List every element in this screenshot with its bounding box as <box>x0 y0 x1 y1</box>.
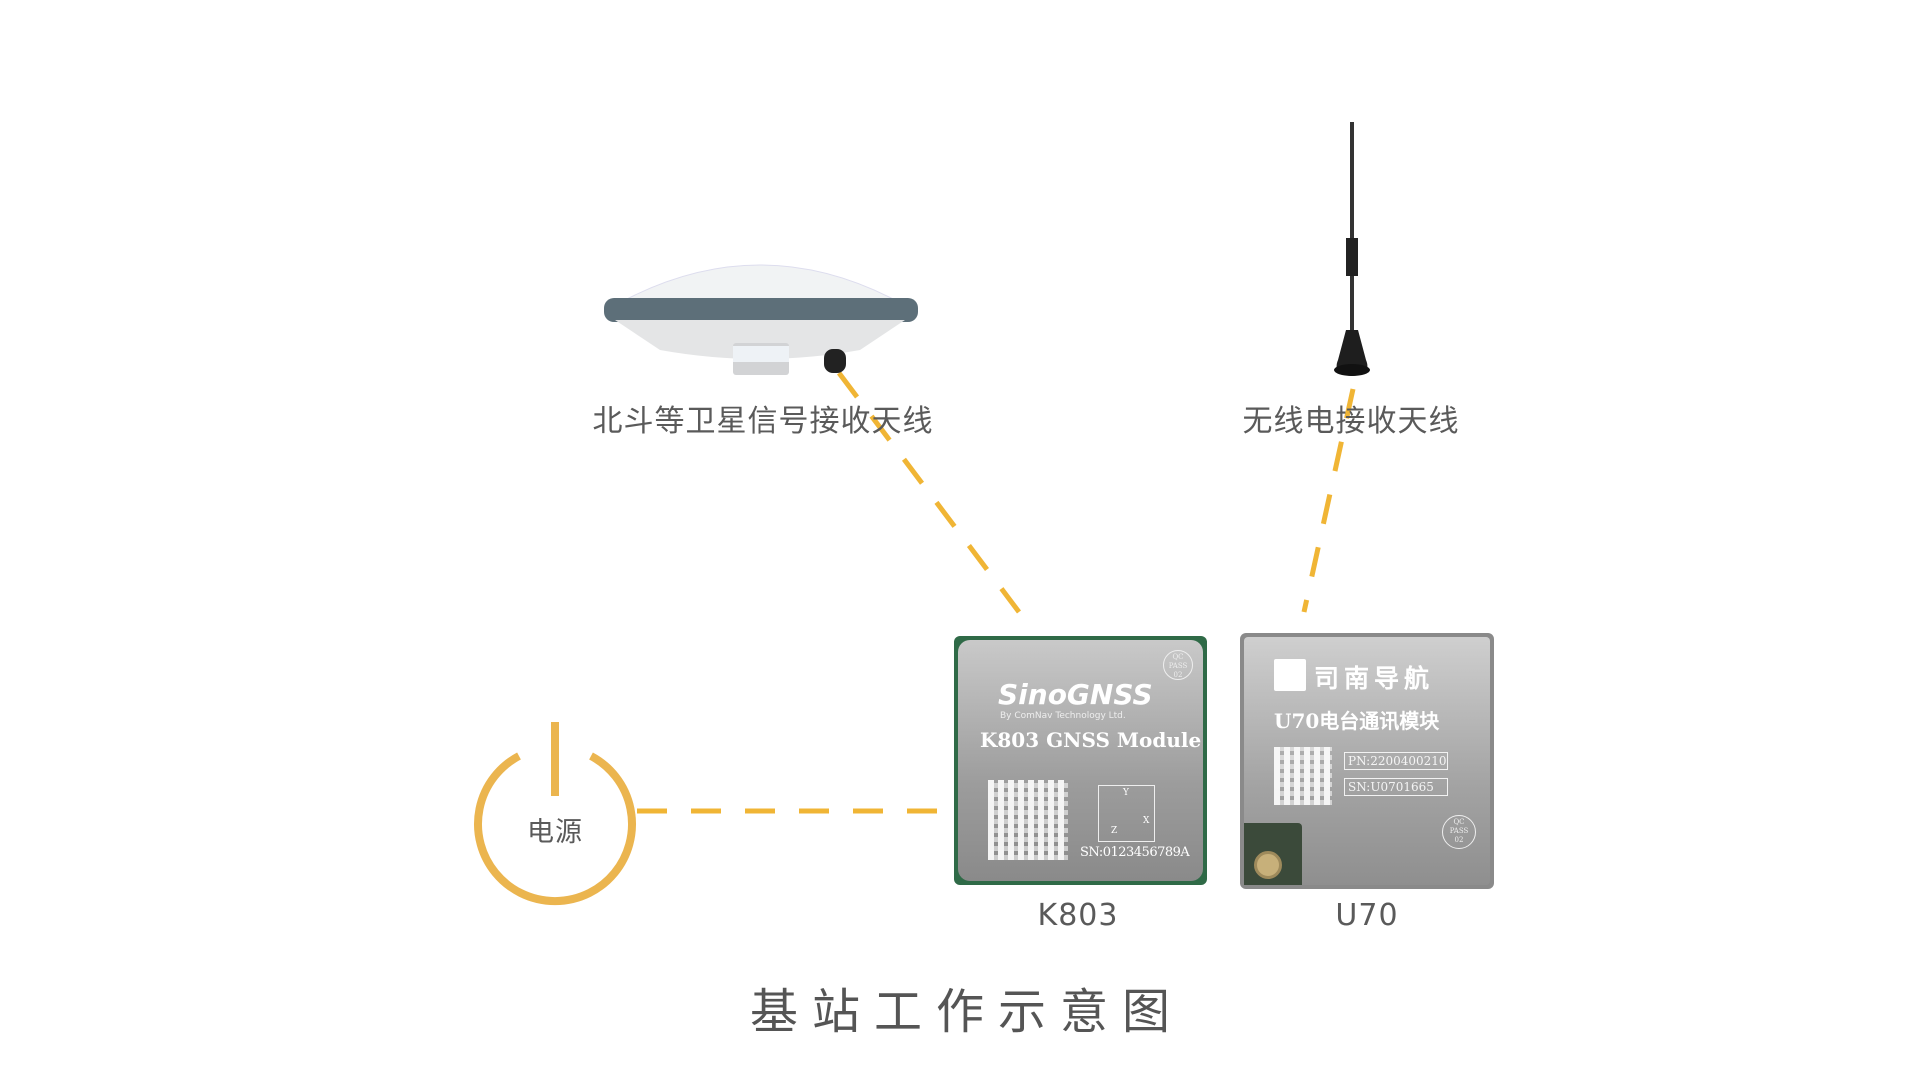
k803-qr-code <box>988 780 1068 860</box>
k803-axes-diagram: Y X Z <box>1098 785 1155 842</box>
u70-label: U70 <box>1335 898 1399 933</box>
u70-part-number: PN:2200400210 <box>1344 752 1448 770</box>
u70-serial: SN:U0701665 <box>1344 778 1448 796</box>
u70-brand: 司南导航 <box>1314 664 1435 693</box>
k803-brand-sub: By ComNav Technology Ltd. <box>1000 711 1126 721</box>
connector-radio-to-u70 <box>1301 388 1356 613</box>
radio-antenna-image <box>1334 122 1370 376</box>
sinan-logo-icon <box>1274 659 1306 691</box>
k803-label: K803 <box>1037 898 1119 933</box>
gnss-antenna-image <box>604 264 918 375</box>
u70-module: 司南导航 U70电台通讯模块 PN:2200400210 SN:U0701665… <box>1240 633 1494 889</box>
power-icon <box>474 722 636 906</box>
u70-model: U70电台通讯模块 <box>1274 709 1440 733</box>
power-label: 电源 <box>527 817 583 848</box>
k803-serial: SN:0123456789A <box>1080 845 1190 860</box>
k803-brand: SinoGNSS <box>998 678 1153 711</box>
u70-rf-connector <box>1244 823 1302 885</box>
gnss-antenna-label: 北斗等卫星信号接收天线 <box>592 404 934 439</box>
radio-antenna-label: 无线电接收天线 <box>1242 404 1460 439</box>
k803-model: K803 GNSS Module <box>980 728 1202 752</box>
u70-qr-code <box>1274 747 1332 805</box>
diagram-title: 基站工作示意图 <box>749 984 1185 1040</box>
